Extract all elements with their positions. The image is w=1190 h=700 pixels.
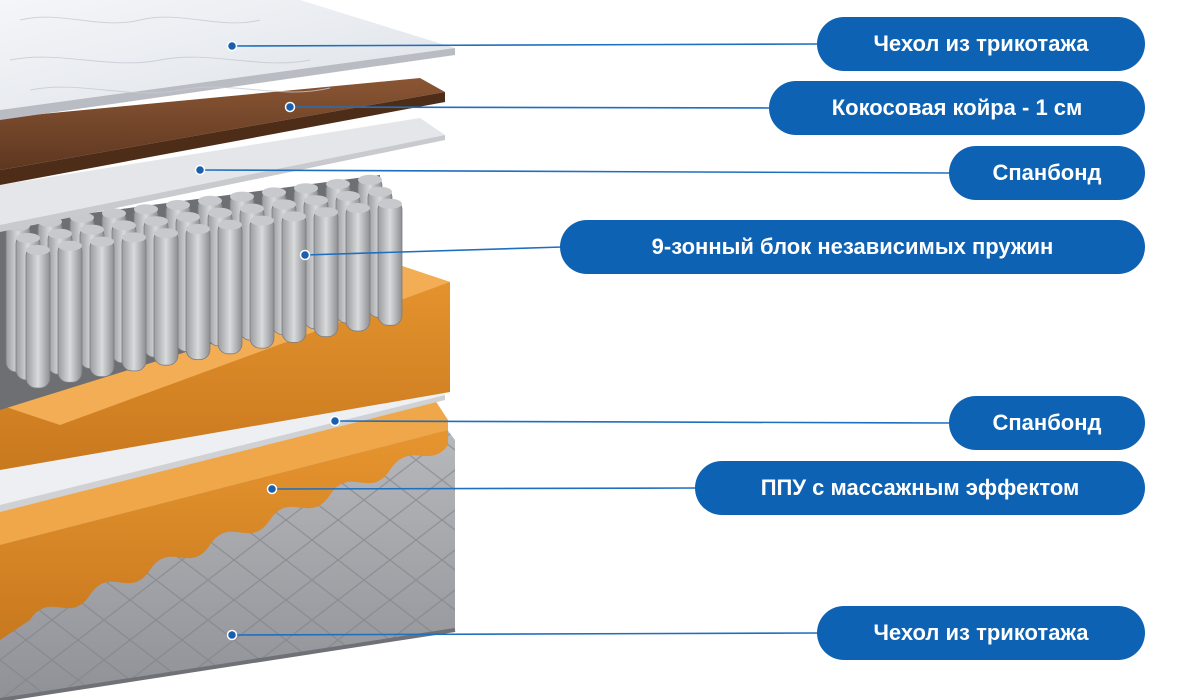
leader-line — [304, 246, 563, 256]
layer-springs — [0, 174, 403, 410]
pocket-spring — [153, 228, 179, 366]
pocket-spring-top — [80, 224, 104, 235]
leader-line — [231, 43, 820, 47]
pocket-spring-top — [368, 186, 392, 197]
callout-cover-bottom: Чехол из трикотажа — [817, 606, 1145, 660]
pocket-spring-top — [282, 211, 306, 222]
pocket-spring — [57, 241, 83, 383]
leader-dot — [329, 415, 341, 427]
pocket-spring-top — [240, 203, 264, 214]
layer-coir — [0, 78, 445, 185]
pocket-spring — [249, 216, 275, 349]
pocket-spring-top — [102, 208, 126, 219]
pocket-spring — [25, 245, 51, 389]
pocket-spring-top — [154, 228, 178, 239]
pocket-spring-top — [304, 195, 328, 206]
pocket-spring — [89, 237, 115, 378]
pocket-spring — [121, 232, 147, 372]
pocket-spring-top — [144, 216, 168, 227]
callout-coir: Кокосовая койра - 1 см — [769, 81, 1145, 135]
leader-dot — [226, 629, 238, 641]
leader-dot — [226, 40, 238, 52]
pocket-spring-top — [134, 204, 158, 215]
pocket-spring-top — [208, 207, 232, 218]
leader-dot — [194, 164, 206, 176]
pocket-spring — [345, 203, 371, 332]
pocket-spring-top — [326, 179, 350, 189]
pocket-spring — [281, 211, 307, 343]
pocket-spring-top — [112, 220, 136, 231]
leader-line — [199, 169, 952, 174]
leader-line — [231, 632, 820, 636]
pocket-spring-top — [218, 219, 242, 230]
pocket-spring-top — [58, 240, 82, 251]
pocket-spring — [217, 220, 243, 355]
layer-cover-top — [0, 0, 455, 120]
callout-spunbond-bottom: Спанбонд — [949, 396, 1145, 450]
layer-spunbond-top — [0, 118, 445, 232]
pocket-spring — [185, 224, 211, 360]
leader-lines — [194, 40, 952, 641]
leader-dot — [284, 101, 296, 113]
pocket-spring-top — [166, 200, 190, 210]
callout-massage-foam: ППУ с массажным эффектом — [695, 461, 1145, 515]
pocket-spring-top — [250, 215, 274, 226]
callout-springs: 9-зонный блок независимых пружин — [560, 220, 1145, 274]
callout-spunbond-top: Спанбонд — [949, 146, 1145, 200]
leader-line — [334, 420, 952, 424]
pocket-spring-top — [198, 195, 222, 206]
pocket-spring-top — [378, 198, 402, 209]
pocket-spring-top — [314, 207, 338, 218]
pocket-spring-top — [90, 236, 114, 247]
layer-massage-foam — [0, 400, 448, 640]
pocket-spring — [377, 199, 403, 326]
leader-line — [289, 106, 772, 109]
pocket-spring-top — [272, 199, 296, 210]
pocket-spring-top — [230, 191, 254, 202]
callout-cover-top: Чехол из трикотажа — [817, 17, 1145, 71]
pocket-spring-top — [294, 183, 318, 194]
pocket-spring-top — [346, 203, 370, 213]
pocket-spring-top — [176, 212, 200, 222]
pocket-spring-top — [16, 233, 40, 243]
leader-line — [271, 487, 698, 490]
pocket-spring-top — [358, 174, 382, 185]
layer-cover-bottom — [0, 420, 456, 700]
pocket-spring-top — [336, 191, 360, 201]
pocket-spring-top — [262, 187, 286, 198]
leader-dot — [299, 249, 311, 261]
pocket-spring-top — [122, 232, 146, 243]
leader-dot — [266, 483, 278, 495]
pocket-spring-top — [186, 224, 210, 234]
pocket-spring — [313, 207, 339, 338]
pocket-spring-top — [48, 228, 72, 239]
pocket-spring-top — [26, 245, 50, 255]
